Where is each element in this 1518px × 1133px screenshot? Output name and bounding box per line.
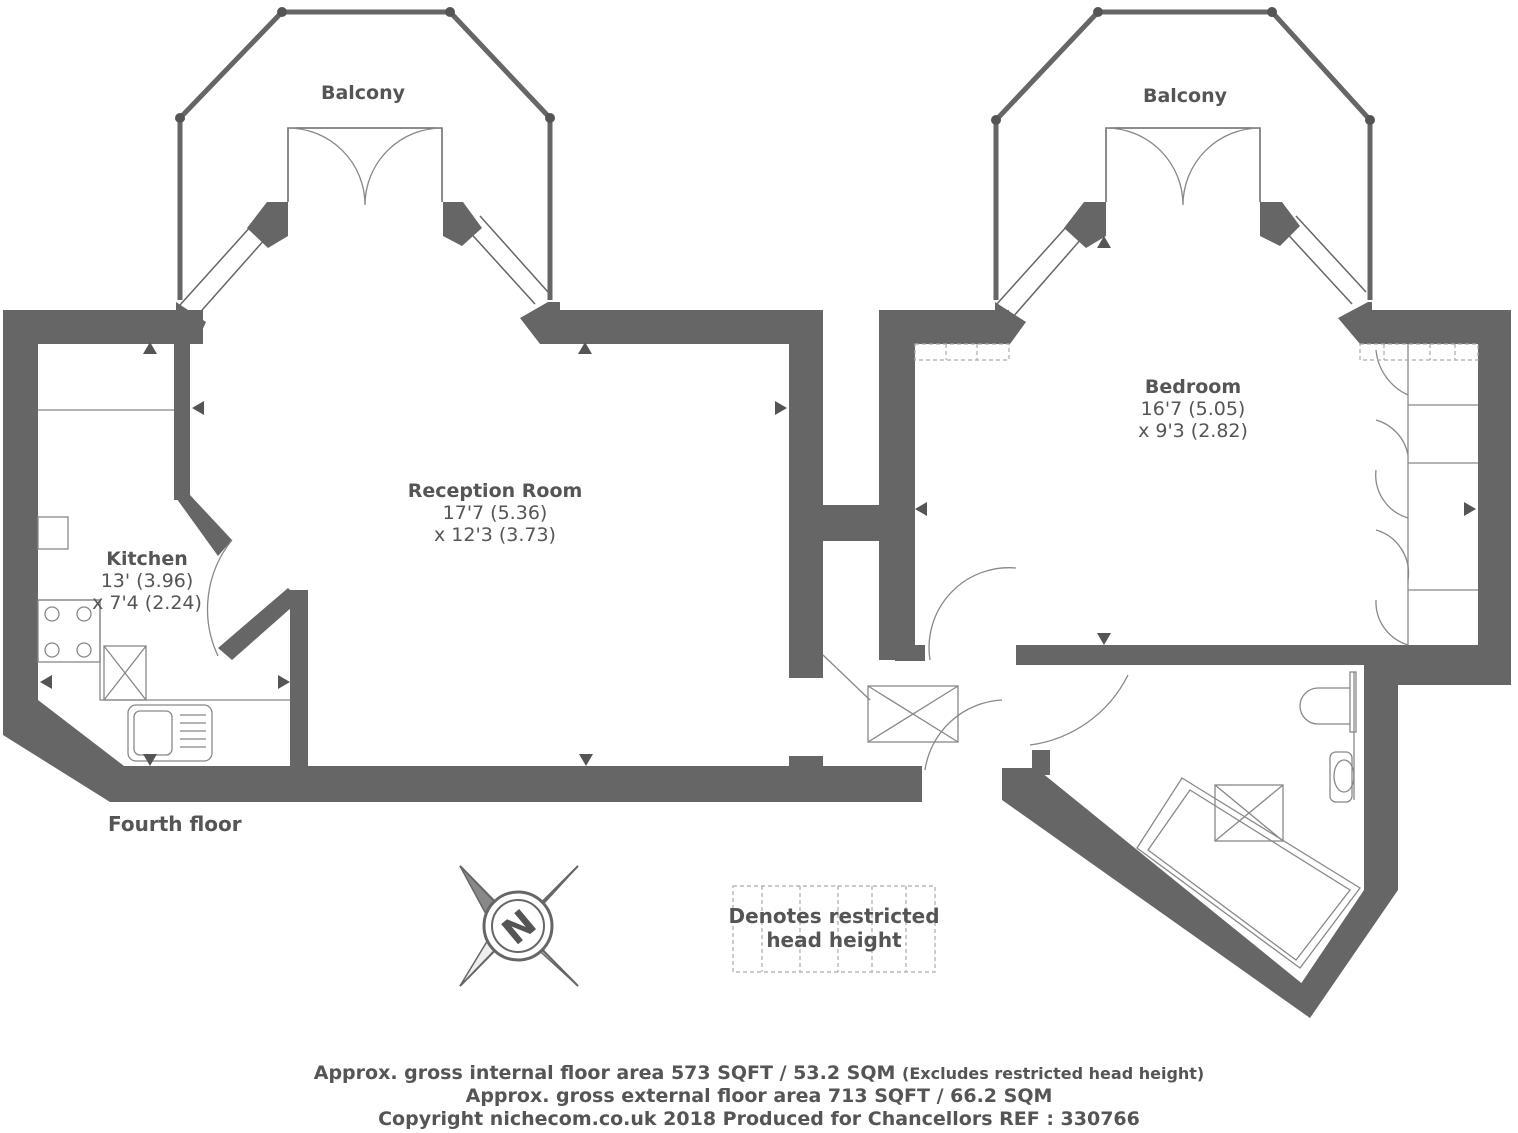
bay-walls xyxy=(179,127,1367,319)
kitchen-dim2: x 7'4 (2.24) xyxy=(92,591,202,614)
wall-southeast-bedroom xyxy=(1398,645,1511,685)
legend-line1: Denotes restricted xyxy=(728,904,940,928)
bay-left-corner-2 xyxy=(520,302,560,344)
rail-posts xyxy=(175,7,1375,125)
bay-right-corner-1 xyxy=(995,302,1026,344)
measurement-arrows xyxy=(40,236,1476,766)
wall-north-reception xyxy=(540,310,823,344)
kitchen-name: Kitchen xyxy=(106,548,188,570)
reception-room-dim1: 17'7 (5.36) xyxy=(442,501,548,524)
restricted-head-height xyxy=(732,343,1479,973)
balcony-right-label: Balcony xyxy=(1142,85,1228,107)
balcony-rails xyxy=(177,9,1373,300)
legend-box xyxy=(732,885,936,973)
wall-partition-lower xyxy=(290,590,308,770)
bedroom-dim2: x 9'3 (2.82) xyxy=(1138,419,1248,442)
bay-left-corner-1 xyxy=(176,302,206,344)
wall-south-bedroom xyxy=(1016,645,1398,665)
wall-east-reception xyxy=(789,310,823,678)
internal-area-note: (Excludes restricted head height) xyxy=(902,1064,1205,1083)
bay-right-pier-2 xyxy=(1260,202,1300,246)
bedroom-label: Bedroom 16'7 (5.05) x 9'3 (2.82) xyxy=(1138,376,1248,443)
balcony-right-rail xyxy=(993,9,1373,300)
wall-hall-stub xyxy=(895,645,925,661)
wall-east-stub xyxy=(789,756,823,770)
legend-text: Denotes restricted head height xyxy=(728,904,939,952)
wall-southwest xyxy=(3,700,124,802)
wall-east-bathroom xyxy=(1364,665,1398,890)
wall-bathroom-stub xyxy=(1032,750,1050,775)
legend-line2: head height xyxy=(766,928,902,952)
kitchen-dim1: 13' (3.96) xyxy=(100,569,194,592)
reception-room-dim2: x 12'3 (3.73) xyxy=(434,523,556,546)
balcony-left-rail xyxy=(177,9,553,300)
bay-right-corner-2 xyxy=(1338,302,1372,344)
kitchen-label: Kitchen 13' (3.96) x 7'4 (2.24) xyxy=(92,548,202,615)
compass-icon: N xyxy=(459,865,579,987)
bedroom-name: Bedroom xyxy=(1144,376,1242,398)
balcony-left-label: Balcony xyxy=(320,82,406,104)
doors xyxy=(206,127,1410,771)
walls xyxy=(3,202,1511,1018)
wall-south xyxy=(110,766,922,802)
wall-partition-upper xyxy=(174,340,190,500)
floor-label: Fourth floor xyxy=(108,812,242,836)
reception-room-label: Reception Room 17'7 (5.36) x 12'3 (3.73) xyxy=(407,480,583,547)
footer-copyright: Copyright nichecom.co.uk 2018 Produced f… xyxy=(378,1108,1140,1130)
bedroom-dim1: 16'7 (5.05) xyxy=(1140,397,1246,420)
wall-southeast-bathroom xyxy=(1290,890,1398,1018)
internal-area-text: Approx. gross internal floor area 573 SQ… xyxy=(313,1062,896,1084)
wall-east-bedroom xyxy=(1478,310,1511,685)
wall-north-bedroom-left xyxy=(879,310,1009,344)
wall-west xyxy=(3,310,38,700)
wall-partition-lower-diag xyxy=(218,588,300,660)
bay-right-pier-1 xyxy=(1064,202,1106,248)
wall-west-bedroom xyxy=(879,310,915,660)
wall-north-kitchen xyxy=(3,310,203,344)
footer-external-area: Approx. gross external floor area 713 SQ… xyxy=(465,1085,1053,1107)
wall-partition-diag xyxy=(174,495,232,556)
bay-left-pier-1 xyxy=(247,202,288,248)
footer-internal-area: Approx. gross internal floor area 573 SQ… xyxy=(0,1062,1518,1084)
fixtures xyxy=(37,344,1478,969)
wall-southwest-bathroom xyxy=(1002,768,1310,1018)
reception-room-name: Reception Room xyxy=(407,480,583,502)
